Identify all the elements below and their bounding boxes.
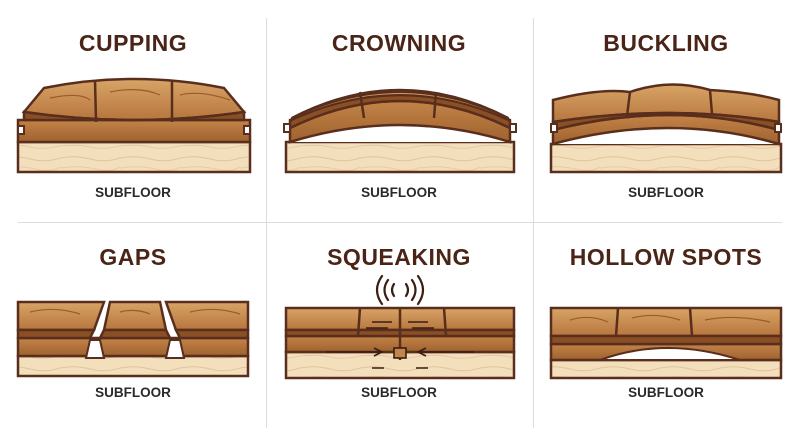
crowning-illustration xyxy=(283,88,517,174)
panel-crowning: CROWNING SUBFLOOR xyxy=(266,0,532,223)
divider xyxy=(18,222,782,223)
divider xyxy=(533,18,534,428)
subfloor-label: SUBFLOOR xyxy=(95,385,171,400)
subfloor-label: SUBFLOOR xyxy=(361,185,437,200)
panel-title: GAPS xyxy=(99,244,167,270)
panel-cupping: CUPPING SUBFLOOR xyxy=(0,0,266,223)
panel-gaps: GAPS SUBFLOOR xyxy=(0,0,266,447)
gaps-illustration xyxy=(16,300,250,378)
buckling-illustration xyxy=(549,83,783,174)
panel-title: BUCKLING xyxy=(603,30,729,56)
divider xyxy=(266,18,267,428)
panel-title: CUPPING xyxy=(78,30,188,56)
subfloor-label: SUBFLOOR xyxy=(628,185,704,200)
cupping-illustration xyxy=(16,77,252,174)
subfloor-label: SUBFLOOR xyxy=(361,385,437,400)
panel-title: HOLLOW SPOTS xyxy=(569,244,763,270)
subfloor-label: SUBFLOOR xyxy=(628,385,704,400)
panel-hollow-spots: HOLLOW SPOTS SUBFLOOR xyxy=(533,0,799,447)
squeaking-illustration xyxy=(284,274,516,380)
sound-wave-icon xyxy=(375,274,425,306)
panel-squeaking: SQUEAKING SUBFLOOR xyxy=(266,0,532,447)
panel-title: SQUEAKING xyxy=(327,244,471,270)
subfloor-label: SUBFLOOR xyxy=(95,185,171,200)
hollow-spots-illustration xyxy=(549,306,783,380)
panel-title: CROWNING xyxy=(331,30,467,56)
panel-buckling: BUCKLING SUBFLOOR xyxy=(533,0,799,223)
